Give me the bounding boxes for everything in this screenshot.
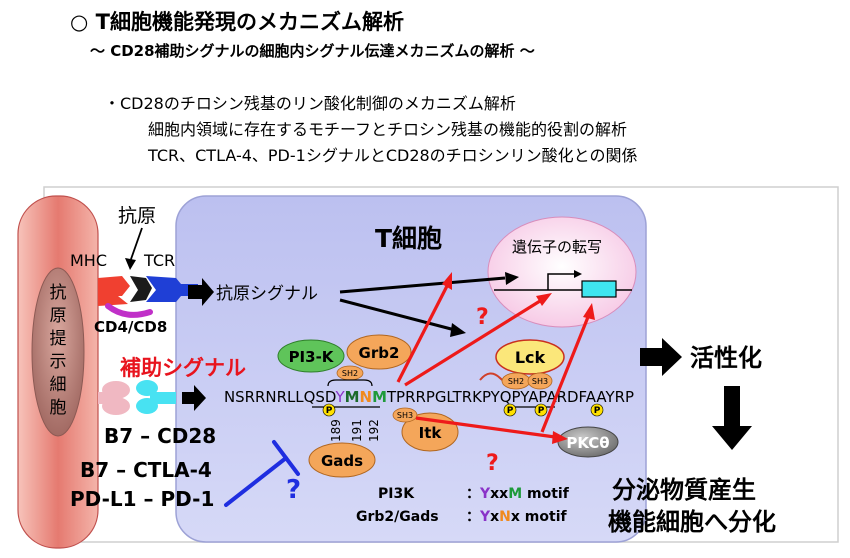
antigen-signal-label: 抗原シグナル <box>216 284 318 304</box>
pi3k-label: PI3-K <box>289 348 335 366</box>
apc-label: 抗 原 提 示 細 胞 <box>50 283 67 418</box>
binding-bracket <box>327 379 373 387</box>
cd28-sequence: NSRRNRLLQSDYMNMTPRRPGLTRKPYQPYAPARDFAAYR… <box>224 388 634 406</box>
outcome-line-2: 機能細胞へ分化 <box>608 508 776 536</box>
inhibition-arrow <box>224 440 300 507</box>
svg-text:P: P <box>538 406 545 416</box>
apc-label-char: 細 <box>50 375 67 395</box>
apc-nucleus <box>31 267 85 437</box>
itk-sh3-domain <box>392 407 418 423</box>
t-cell-label: T細胞 <box>375 224 442 253</box>
b7-molecule <box>98 381 130 415</box>
legend-row-grb2: Grb2/Gads <box>356 509 439 525</box>
phosphate-markers: P P P P <box>322 403 604 417</box>
lck-label: Lck <box>515 348 546 367</box>
antigen-signal-arrowhead <box>188 278 214 306</box>
lck-sh3-domain <box>527 372 553 390</box>
bullet-point-1: ・CD28のチロシン残基のリン酸化制御のメカニズム解析 <box>104 94 516 113</box>
costim-arrowhead <box>182 385 206 411</box>
svg-text:?: ? <box>286 475 301 505</box>
mhc-molecule <box>98 276 130 306</box>
svg-text:P: P <box>507 406 514 416</box>
b7-cd28-label: B7 – CD28 <box>104 424 216 448</box>
apc-label-char: 抗 <box>50 283 67 303</box>
page-title: ○ T細胞機能発現のメカニズム解析 <box>70 10 404 34</box>
apc-label-char: 提 <box>50 329 67 349</box>
b7-ctla4-label: B7 – CTLA-4 <box>80 458 212 482</box>
pdl1-pd1-label: PD-L1 – PD-1 <box>70 487 214 511</box>
itk-label: Itk <box>419 424 443 442</box>
grb2-protein <box>346 334 412 370</box>
cd4-cd8-molecule <box>105 303 153 318</box>
residue-numbers: 189 191 192 <box>329 419 381 442</box>
legend-row-pi3k: PI3K <box>378 486 415 502</box>
svg-text:P: P <box>326 406 333 416</box>
lck-protein <box>495 339 565 375</box>
mhc-label: MHC <box>70 251 107 270</box>
svg-text:191: 191 <box>350 419 364 442</box>
svg-text:P: P <box>594 406 601 416</box>
antigen-label: 抗原 <box>118 205 156 227</box>
gads-label: Gads <box>321 452 363 470</box>
svg-text:192: 192 <box>367 419 381 442</box>
grb2-label: Grb2 <box>359 344 400 362</box>
svg-text:?: ? <box>486 451 499 476</box>
outcome-line-1: 分泌物質産生 <box>612 476 756 504</box>
cd28-molecule <box>136 380 176 414</box>
bullet-point-3: TCR、CTLA-4、PD-1シグナルとCD28のチロシンリン酸化との関係 <box>148 146 638 165</box>
motif-legend: PI3K ：YxxM motif Grb2/Gads ：YxNx motif <box>356 486 570 525</box>
pkc-theta-label: PKCθ <box>566 434 609 452</box>
antigen-signal-arrows <box>339 276 506 332</box>
legend-row-grb2-motif: ：YxNx motif <box>466 509 567 525</box>
red-signal-arrows <box>396 285 590 439</box>
itk-sh3-label: SH3 <box>397 411 413 420</box>
costim-signal-label: 補助シグナル <box>119 356 246 380</box>
tcr-molecule <box>130 276 198 302</box>
gene-icon <box>494 270 632 298</box>
cd4-cd8-label: CD4/CD8 <box>94 318 167 336</box>
apc-label-char: 胞 <box>50 398 67 418</box>
page-subtitle: ～ CD28補助シグナルの細胞内シグナル伝達メカニズムの解析 ～ <box>90 42 535 60</box>
svg-text:?: ? <box>476 305 489 330</box>
question-marks: ? ? ? <box>286 305 499 505</box>
apc-label-char: 原 <box>50 306 67 326</box>
pi3k-protein <box>277 339 345 373</box>
outcome-arrow <box>712 386 752 450</box>
svg-text:189: 189 <box>329 419 343 442</box>
transcription-label: 遺伝子の転写 <box>512 238 602 256</box>
grb2-sh2-label: SH2 <box>342 369 358 378</box>
apc-label-char: 示 <box>50 352 67 372</box>
lck-sh3-label: SH3 <box>532 377 548 386</box>
bullet-point-2: 細胞内領域に存在するモチーフとチロシン残基の機能的役割の解析 <box>148 120 628 139</box>
activation-arrow <box>640 338 682 376</box>
activation-label: 活性化 <box>690 344 762 372</box>
nucleus <box>487 216 637 328</box>
gads-protein <box>308 442 376 478</box>
legend-row-pi3k-motif: ：YxxM motif <box>466 486 570 502</box>
tcr-label: TCR <box>143 251 175 270</box>
lck-sh2-label: SH2 <box>508 377 524 386</box>
